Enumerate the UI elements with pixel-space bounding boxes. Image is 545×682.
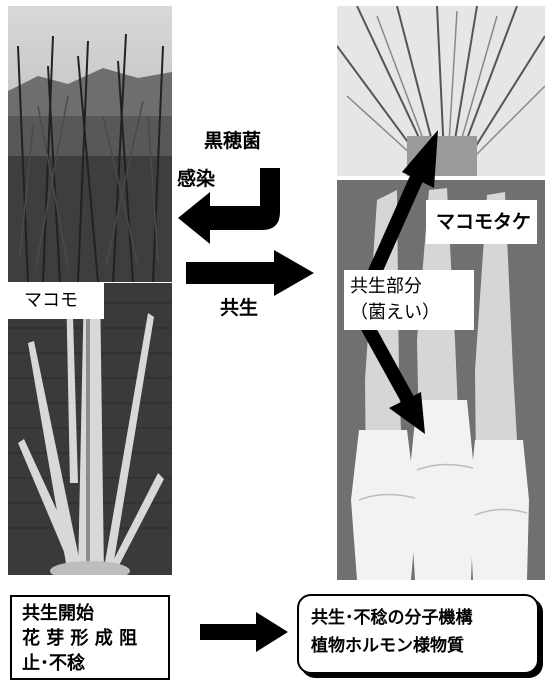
molecular-mechanism-line1: 共生･不稔の分子機構 xyxy=(311,604,525,632)
molecular-mechanism-line2: 植物ホルモン様物質 xyxy=(311,632,525,660)
fungus-label: 黒穂菌 xyxy=(204,126,261,153)
symbiosis-label: 共生 xyxy=(220,293,258,320)
infection-label: 感染 xyxy=(177,164,215,191)
symbiotic-part-line2: （菌えい） xyxy=(350,300,468,326)
makomo-stem-photo xyxy=(8,283,172,575)
symbiosis-start-line2: 花 芽 形 成 阻 xyxy=(22,626,158,651)
symbiosis-start-line1: 共生開始 xyxy=(22,601,158,626)
flow-arrow xyxy=(200,612,290,652)
molecular-mechanism-box: 共生･不稔の分子機構 植物ホルモン様物質 xyxy=(297,594,539,674)
symbiosis-start-line3: 止･不稔 xyxy=(22,651,158,676)
symbiotic-part-line1: 共生部分 xyxy=(350,274,468,300)
makomo-label: マコモ xyxy=(8,283,104,319)
makomotake-label: マコモタケ xyxy=(426,200,537,244)
symbiosis-arrow xyxy=(186,250,316,296)
makomo-field-photo xyxy=(8,6,172,282)
gall-to-shoot-arrow xyxy=(355,320,445,440)
symbiosis-start-box: 共生開始 花 芽 形 成 阻 止･不稔 xyxy=(10,595,170,680)
symbiotic-part-label: 共生部分 （菌えい） xyxy=(344,270,474,330)
